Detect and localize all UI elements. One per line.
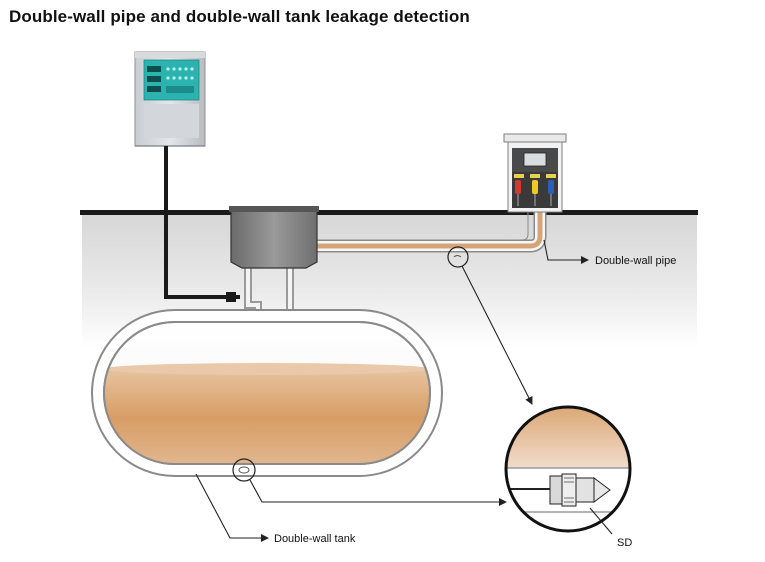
nozzle-blue [548, 180, 554, 194]
sd-sensor-label: SD [617, 537, 632, 549]
tank-sensor-highlight [232, 458, 256, 482]
tank-sump [229, 206, 319, 269]
page-title: Double-wall pipe and double-wall tank le… [9, 7, 470, 26]
nozzle-red [515, 180, 521, 194]
double-wall-tank [91, 309, 443, 477]
dispenser-screen [523, 152, 547, 167]
fuel-dispenser [503, 133, 567, 213]
sd-label-leader [589, 507, 613, 535]
double-wall-pipe [316, 212, 547, 253]
cable-gland [226, 292, 236, 302]
nozzle-yellow [532, 180, 538, 194]
tank-label-leader [195, 473, 269, 542]
pipe-to-detail-arrow [461, 265, 533, 405]
sensor-detail-view [504, 405, 632, 533]
pipe-sensor-highlight [447, 246, 469, 268]
double-wall-tank-label: Double-wall tank [274, 533, 356, 545]
controller-cable [164, 146, 240, 299]
sd-sensor-probe [549, 473, 611, 507]
ground-surface-line [80, 210, 698, 215]
double-wall-pipe-label: Double-wall pipe [595, 255, 676, 267]
tank-to-detail-arrow [249, 479, 507, 506]
tank-fuel [104, 368, 430, 464]
pipe-label-leader [543, 239, 589, 264]
leak-detection-controller [134, 51, 206, 147]
